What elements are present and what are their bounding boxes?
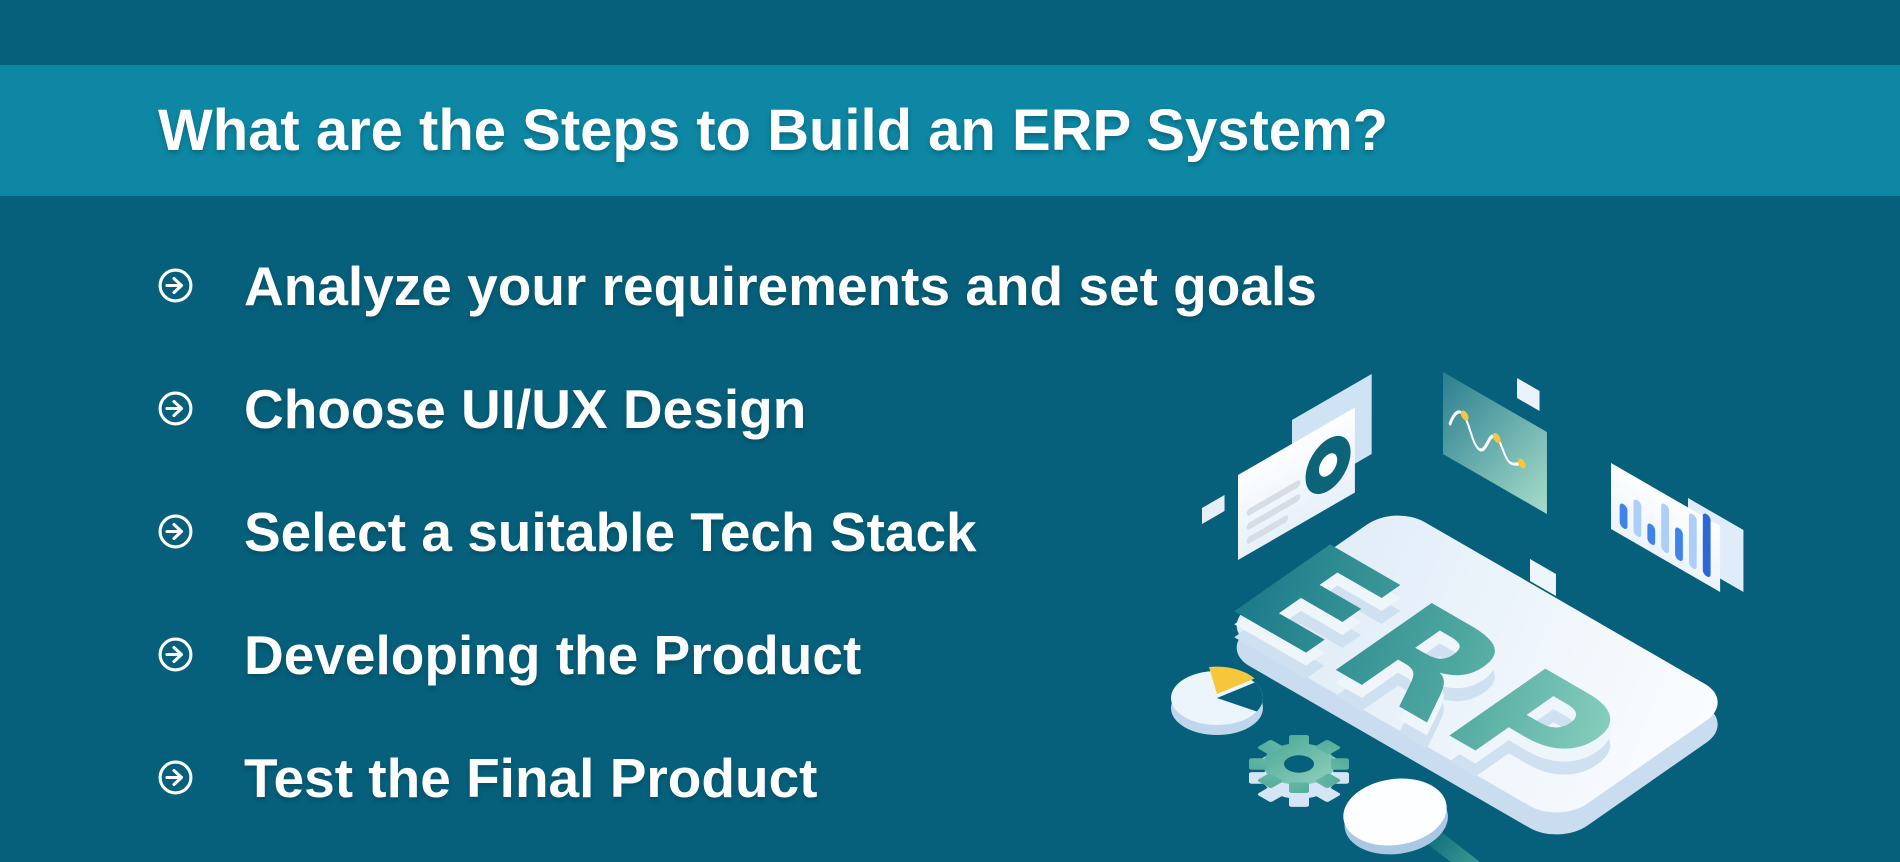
magnifier-icon bbox=[1343, 778, 1509, 862]
step-item: Developing the Product bbox=[157, 593, 1317, 716]
data-point bbox=[1517, 458, 1526, 469]
pie-slice-cut bbox=[1217, 682, 1263, 712]
floating-diamond bbox=[1202, 378, 1556, 596]
arrow-circle-icon bbox=[158, 760, 193, 795]
gear-icon bbox=[1249, 735, 1349, 807]
data-point bbox=[1492, 432, 1501, 444]
step-label: Select a suitable Tech Stack bbox=[244, 500, 977, 563]
step-label: Analyze your requirements and set goals bbox=[244, 254, 1317, 317]
step-item: Analyze your requirements and set goals bbox=[157, 224, 1317, 347]
step-label: Choose UI/UX Design bbox=[244, 377, 807, 440]
bar-chart-card-icon bbox=[1611, 463, 1744, 592]
pie-chart-icon bbox=[1171, 666, 1263, 735]
step-item: Choose UI/UX Design bbox=[157, 347, 1317, 470]
erp-illustration: ERP ERP ERP bbox=[1171, 372, 1744, 862]
title-band: What are the Steps to Build an ERP Syste… bbox=[0, 65, 1900, 196]
step-label: Test the Final Product bbox=[244, 746, 818, 809]
arrow-circle-icon bbox=[158, 391, 193, 426]
arrow-circle-icon bbox=[158, 637, 193, 672]
presentation-screen-icon bbox=[1238, 374, 1372, 560]
arrow-circle-icon bbox=[158, 268, 193, 303]
steps-list: Analyze your requirements and set goals … bbox=[157, 224, 1317, 839]
step-item: Test the Final Product bbox=[157, 716, 1317, 839]
data-point bbox=[1460, 410, 1469, 421]
arrow-circle-icon bbox=[158, 514, 193, 549]
pie-slice-yellow bbox=[1209, 666, 1255, 694]
step-item: Select a suitable Tech Stack bbox=[157, 470, 1317, 593]
line-chart-card-icon bbox=[1443, 372, 1547, 514]
step-label: Developing the Product bbox=[244, 623, 862, 686]
page-title: What are the Steps to Build an ERP Syste… bbox=[158, 98, 1389, 163]
